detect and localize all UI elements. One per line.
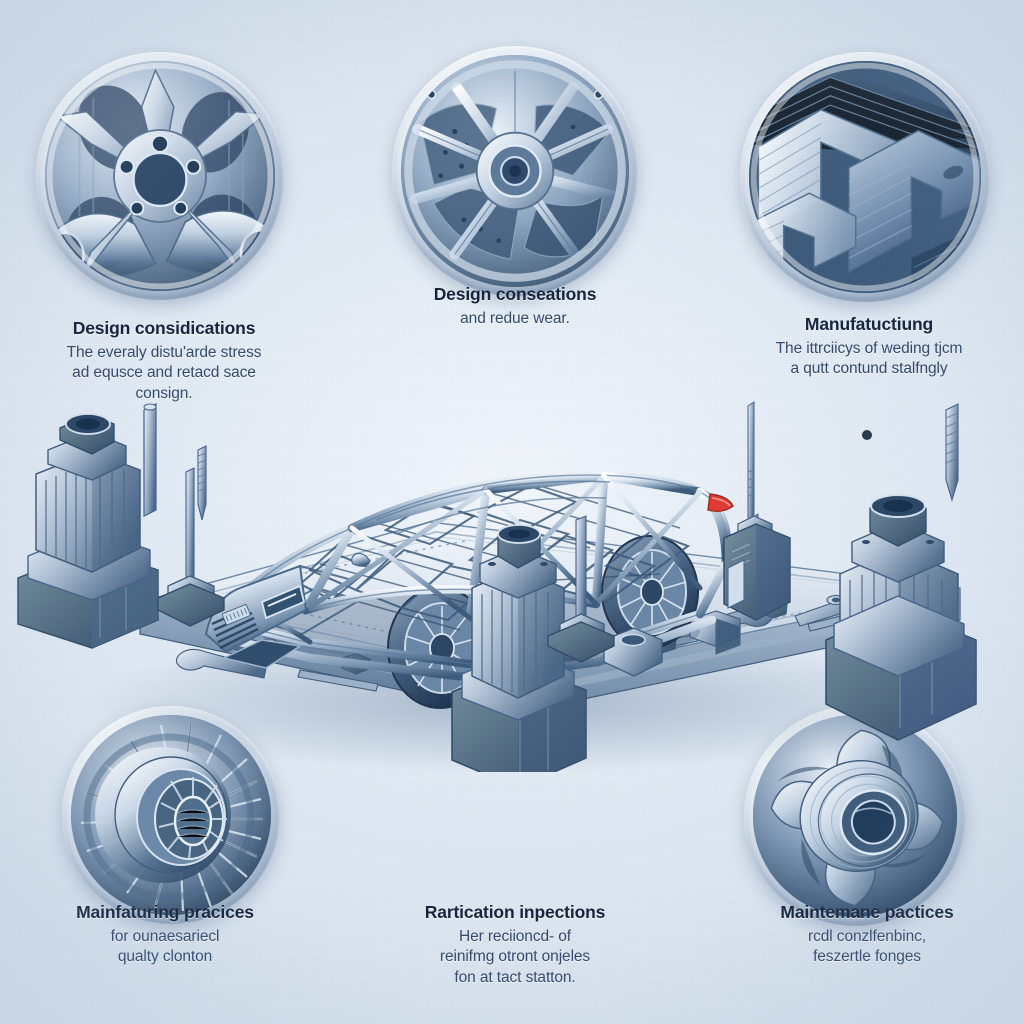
body-line: qualty clonton [117, 948, 213, 966]
text-block-bottom-center: Rartication inpections Her reciioncd- of… [374, 902, 656, 988]
alignment-probe-left [197, 445, 207, 521]
body-fabrication-inspections: Her reciioncd- of reinifmg otront onjele… [374, 927, 656, 989]
body-design-conseations: and redue wear. [372, 309, 658, 330]
body-manufacturing: The ittrciicys of weding tjcm a qutt con… [716, 339, 1022, 380]
body-line: for ounaesariecl [110, 927, 220, 945]
body-line: The everaly distu'arde stress [66, 343, 262, 361]
medallion-top-right[interactable] [740, 52, 990, 302]
body-line: and redue wear. [460, 309, 570, 327]
text-block-top-left: Design considications The everaly distu'… [8, 318, 320, 404]
decorative-dot [862, 430, 872, 440]
heading-manufacturing: Manufatuctiung [804, 314, 934, 334]
medallion-bottom-left[interactable] [62, 706, 280, 924]
body-line: feszertle fonges [813, 948, 921, 966]
body-line: rcdl conzlfenbinc, [808, 927, 926, 945]
medallion-top-center[interactable] [392, 46, 638, 296]
taillight [707, 493, 734, 513]
stacked-metal-channels-icon [749, 61, 981, 293]
body-line: consign. [135, 384, 193, 402]
body-manufacturing-practices: for ounaesariecl qualty clonton [10, 927, 320, 968]
left-robotic-actuator [17, 403, 159, 649]
center-pillar-actuator [451, 524, 663, 772]
text-block-bottom-right: Maintemane pactices rcdl conzlfenbinc, f… [714, 902, 1020, 968]
body-design-considerations: The everaly distu'arde stress ad equsce … [8, 343, 320, 405]
heading-design-conseations: Design conseations [433, 284, 597, 304]
right-robotic-actuator [723, 401, 977, 741]
body-line: The ittrciicys of weding tjcm [775, 339, 963, 357]
multi-spoke-wheel-icon [401, 55, 629, 287]
heading-manufacturing-practices: Mainfaturing pracices [76, 902, 254, 922]
text-block-top-right: Manufatuctiung The ittrciicys of weding … [716, 314, 1022, 380]
platform-locator-pin-left [157, 467, 225, 627]
alloy-wheel-hub-icon [45, 61, 275, 291]
body-line: fon at tact statton. [454, 968, 576, 986]
text-block-bottom-left: Mainfaturing pracices for ounaesariecl q… [10, 902, 320, 968]
turbine-bearing-icon [71, 715, 271, 915]
body-maintenance-practices: rcdl conzlfenbinc, feszertle fonges [714, 927, 1020, 968]
platform-locator-pin-center [547, 515, 615, 663]
body-line: reinifmg otront onjeles [439, 948, 591, 966]
text-block-top-center: Design conseations and redue wear. [372, 284, 658, 329]
heading-design-considerations: Design considications [72, 318, 256, 338]
medallion-top-left[interactable] [36, 52, 284, 300]
heading-fabrication-inspections: Rartication inpections [424, 902, 606, 922]
suv-spaceframe-assembly-scene [0, 352, 1024, 772]
heading-maintenance-practices: Maintemane pactices [780, 902, 954, 922]
body-line: Her reciioncd- of [458, 927, 571, 945]
body-line: a qutt contund stalfngly [790, 360, 948, 378]
body-line: ad equsce and retacd sace [72, 364, 256, 382]
